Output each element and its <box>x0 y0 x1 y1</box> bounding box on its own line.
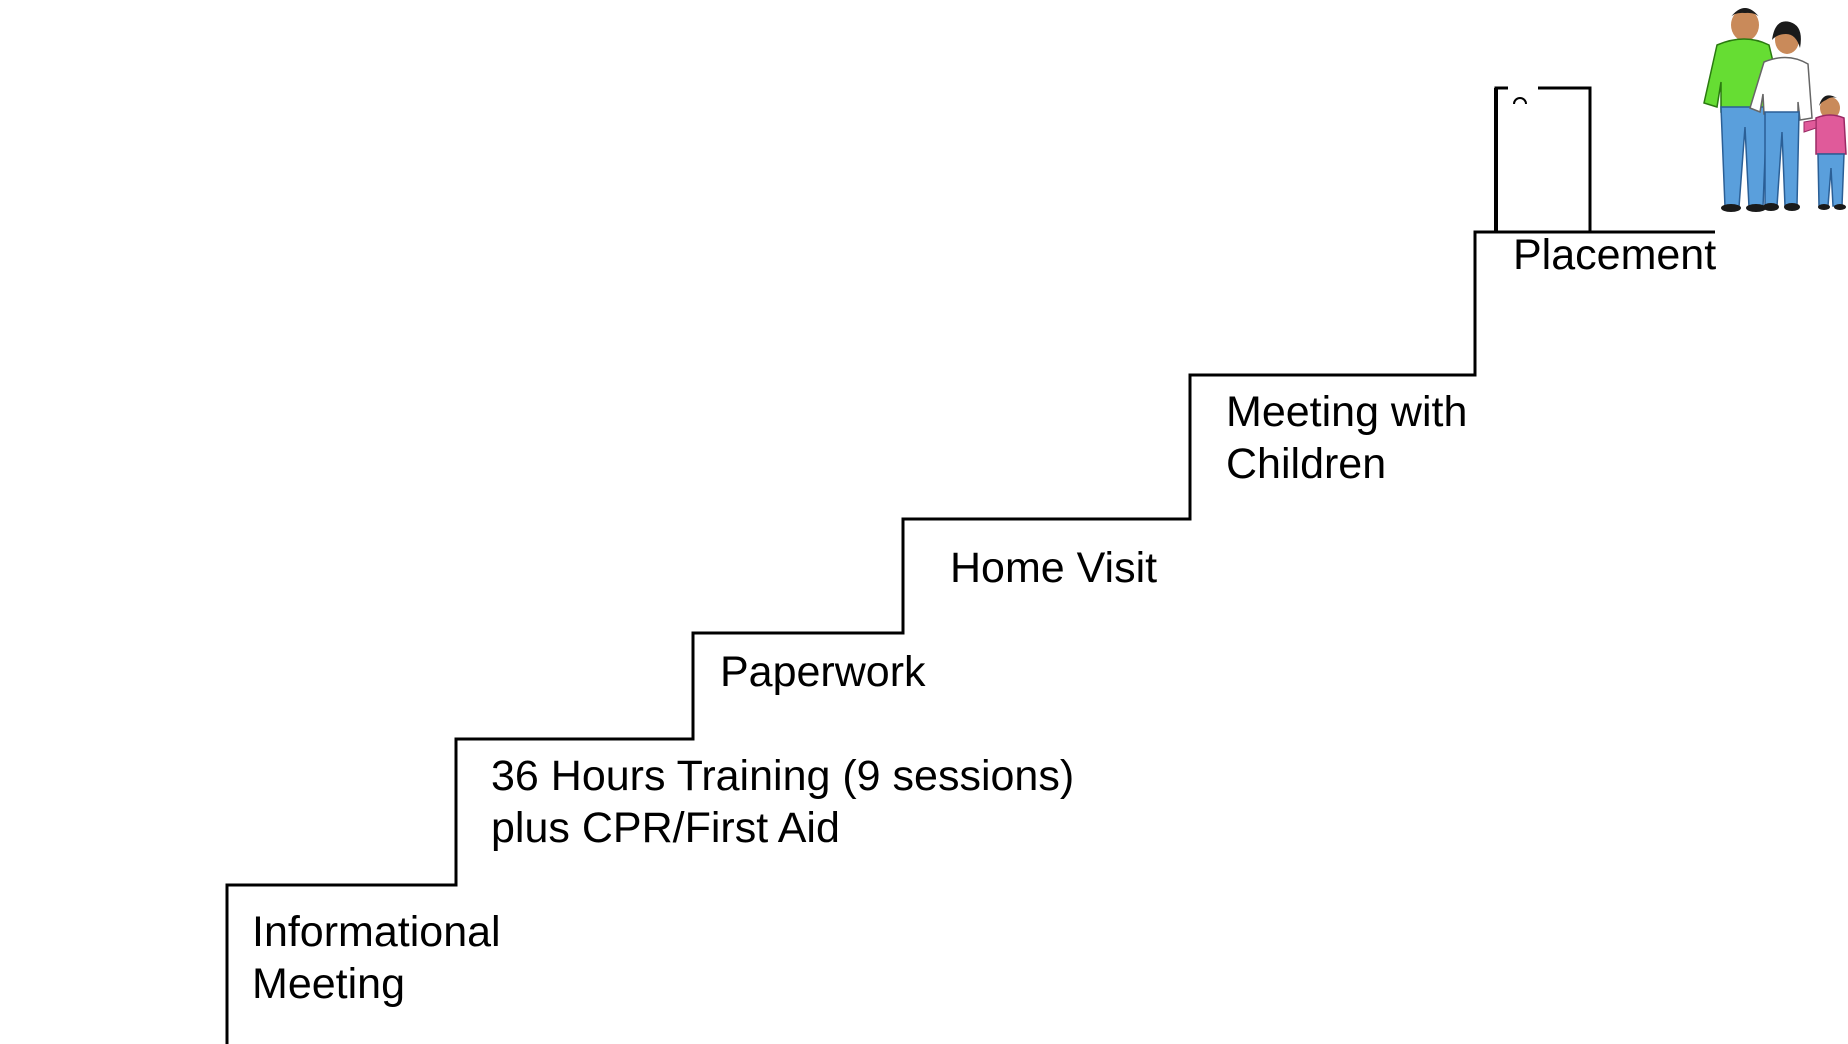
step-2-line-1: 36 Hours Training (9 sessions) <box>491 752 1075 800</box>
step-home-visit: Home Visit <box>950 542 1157 594</box>
child-figure <box>1803 95 1847 210</box>
step-4-line-1: Home Visit <box>950 544 1158 592</box>
step-1-line-1: Informational <box>252 908 501 956</box>
step-placement: Placement <box>1513 229 1716 281</box>
step-1-line-2: Meeting <box>252 960 405 1008</box>
door-icon <box>1494 86 1592 234</box>
step-5-line-2: Children <box>1226 440 1387 488</box>
staircase-outline <box>225 230 1715 1044</box>
step-training: 36 Hours Training (9 sessions) plus CPR/… <box>491 750 1074 854</box>
step-paperwork: Paperwork <box>720 646 926 698</box>
step-6-line-1: Placement <box>1513 231 1717 279</box>
step-5-line-1: Meeting with <box>1226 388 1468 436</box>
step-2-line-2: plus CPR/First Aid <box>491 804 840 852</box>
father-figure <box>1703 8 1784 212</box>
step-informational-meeting: Informational Meeting <box>252 906 501 1010</box>
step-3-line-1: Paperwork <box>720 648 926 696</box>
family-icon <box>1703 8 1847 212</box>
step-meeting-with-children: Meeting with Children <box>1226 386 1467 490</box>
mother-figure <box>1749 21 1813 211</box>
